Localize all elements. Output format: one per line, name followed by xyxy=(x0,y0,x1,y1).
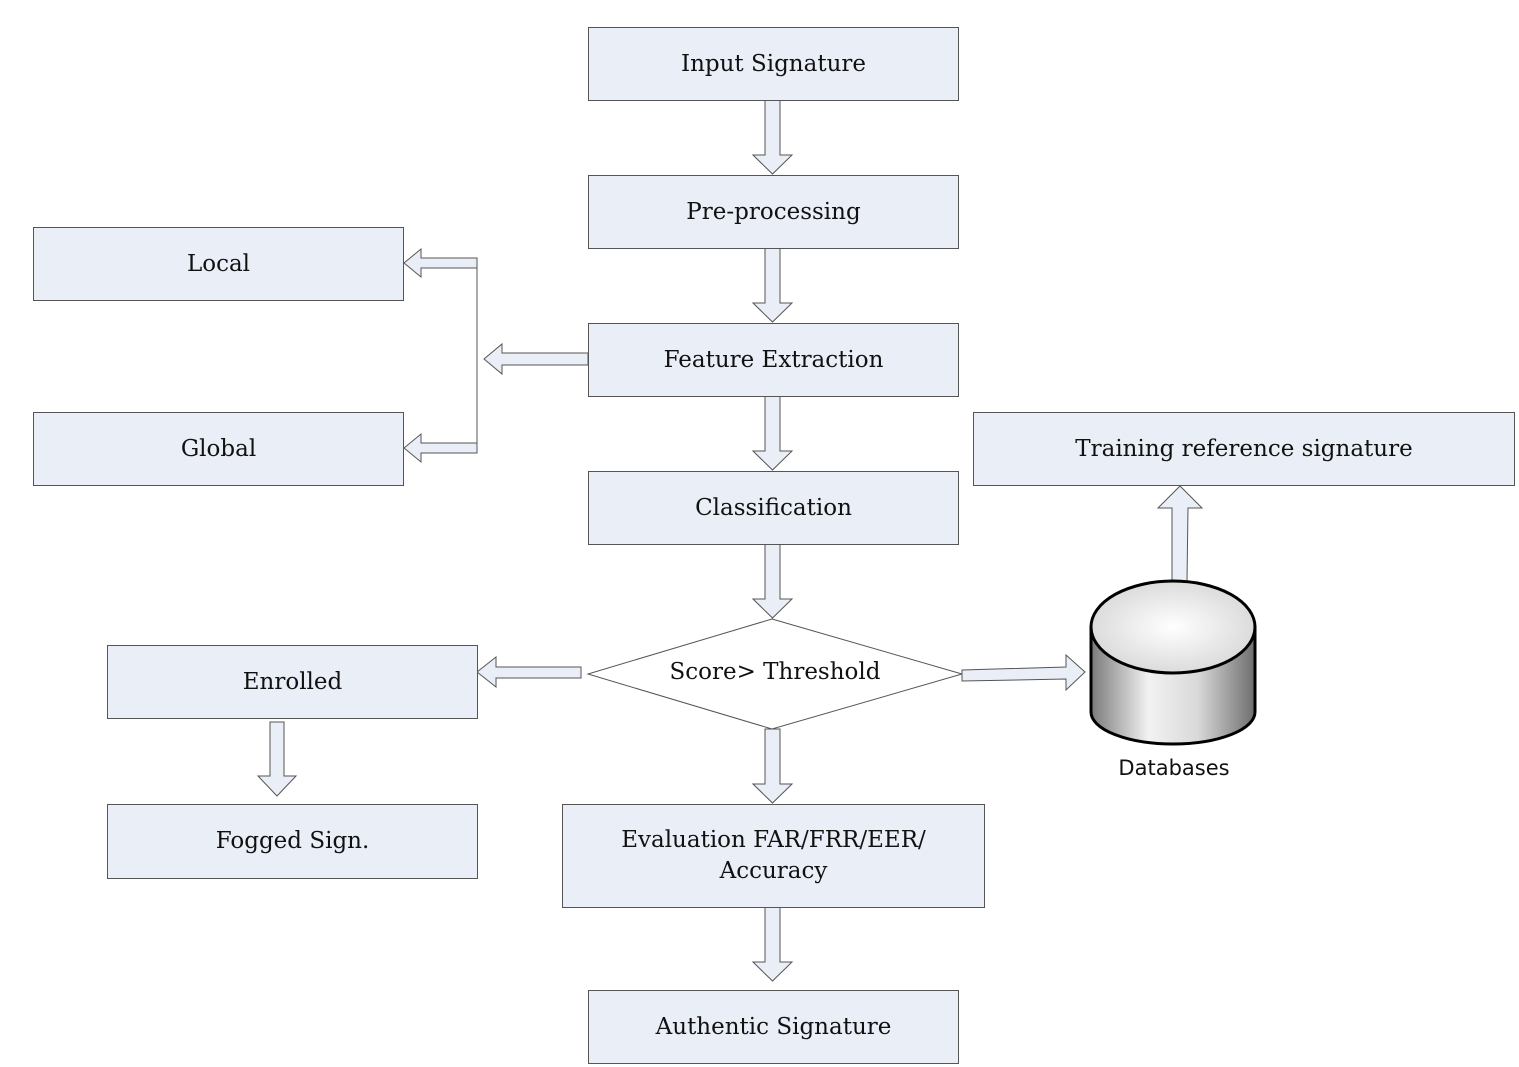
node-feature-extraction: Feature Extraction xyxy=(588,323,959,397)
node-global: Global xyxy=(33,412,404,486)
databases-caption: Databases xyxy=(1118,756,1230,780)
arrow-branch-to-local xyxy=(403,247,478,279)
node-fogged-sign-label: Fogged Sign. xyxy=(215,828,370,854)
database-cylinder-icon xyxy=(1089,579,1257,746)
decision-diamond xyxy=(586,618,964,730)
node-authentic-signature-label: Authentic Signature xyxy=(655,1013,892,1040)
arrow-databases-to-training xyxy=(1156,485,1204,582)
node-enrolled-label: Enrolled xyxy=(242,668,343,695)
node-input-signature: Input Signature xyxy=(588,27,959,101)
node-evaluation-label-line2: Accuracy xyxy=(719,858,828,884)
arrow-classification-to-decision xyxy=(751,543,794,619)
decision-label: Score> Threshold xyxy=(669,659,881,685)
arrow-decision-to-enrolled xyxy=(476,655,582,689)
arrow-branch-to-global xyxy=(403,432,478,464)
node-classification: Classification xyxy=(588,471,959,545)
arrow-decision-to-evaluation xyxy=(751,728,794,804)
node-evaluation-label-line1: Evaluation FAR/FRR/EER/ xyxy=(621,827,926,853)
node-local: Local xyxy=(33,227,404,301)
node-pre-processing: Pre-processing xyxy=(588,175,959,249)
arrow-feature-to-branch xyxy=(483,342,589,376)
arrow-enrolled-to-fogged xyxy=(256,721,298,797)
node-authentic-signature: Authentic Signature xyxy=(588,990,959,1064)
node-training-reference: Training reference signature xyxy=(973,412,1515,486)
node-training-reference-label: Training reference signature xyxy=(1075,435,1413,462)
arrow-feature-to-classification xyxy=(751,395,794,471)
node-evaluation: Evaluation FAR/FRR/EER/ Accuracy xyxy=(562,804,985,908)
node-fogged-sign: Fogged Sign. xyxy=(107,804,478,879)
arrow-decision-to-databases xyxy=(961,653,1086,692)
arrow-input-to-preprocessing xyxy=(751,99,794,175)
node-local-label: Local xyxy=(186,250,251,277)
node-input-signature-label: Input Signature xyxy=(680,50,866,77)
node-pre-processing-label: Pre-processing xyxy=(686,198,861,225)
node-classification-label: Classification xyxy=(695,494,852,521)
node-feature-extraction-label: Feature Extraction xyxy=(663,346,884,373)
arrow-evaluation-to-authentic xyxy=(751,906,794,982)
node-enrolled: Enrolled xyxy=(107,645,478,719)
arrow-preprocessing-to-feature xyxy=(751,247,794,323)
node-global-label: Global xyxy=(180,435,257,462)
